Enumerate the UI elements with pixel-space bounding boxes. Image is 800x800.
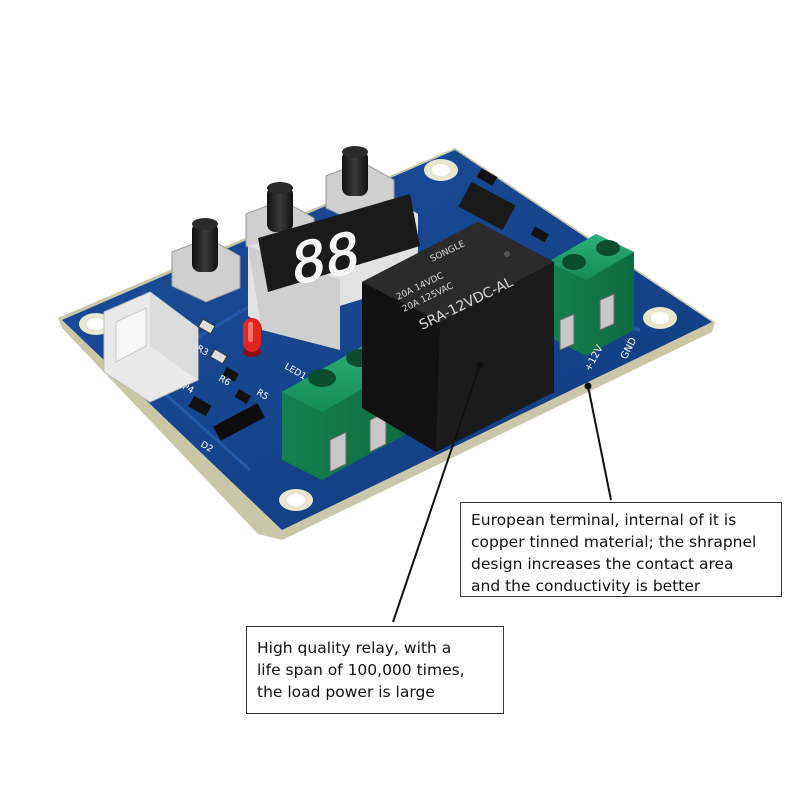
button-1 <box>171 218 241 303</box>
callout-terminal-line-2: copper tinned material; the shrapnel <box>471 533 757 551</box>
callout-terminal: European terminal, internal of it is cop… <box>460 502 782 597</box>
callout-relay-line-2: life span of 100,000 times, <box>257 661 465 679</box>
mounting-hole-right <box>643 307 677 329</box>
smd-components <box>188 168 549 441</box>
callout-relay: High quality relay, with a life span of … <box>246 626 504 714</box>
relay: SONGLE 20A 14VDC 20A 125VAC SRA-12VDC-AL <box>362 222 554 452</box>
callout-relay-line-1: High quality relay, with a <box>257 639 452 657</box>
red-led <box>243 318 261 357</box>
jst-connector <box>103 291 199 403</box>
display-digits: 88 <box>292 219 359 299</box>
callout-terminal-line-1: European terminal, internal of it is <box>471 511 737 529</box>
mounting-hole-top <box>424 159 458 181</box>
callout-relay-line-3: the load power is large <box>257 683 435 701</box>
leader-line-relay <box>392 364 481 623</box>
leader-lines <box>392 361 612 623</box>
seven-segment-display: 88 <box>248 194 420 350</box>
leader-line-terminal <box>587 385 612 501</box>
mounting-hole-bottom <box>279 489 313 511</box>
callout-terminal-line-3: design increases the contact area <box>471 555 734 573</box>
mounting-holes <box>79 159 677 511</box>
callout-terminal-line-4: and the conductivity is better <box>471 577 701 595</box>
